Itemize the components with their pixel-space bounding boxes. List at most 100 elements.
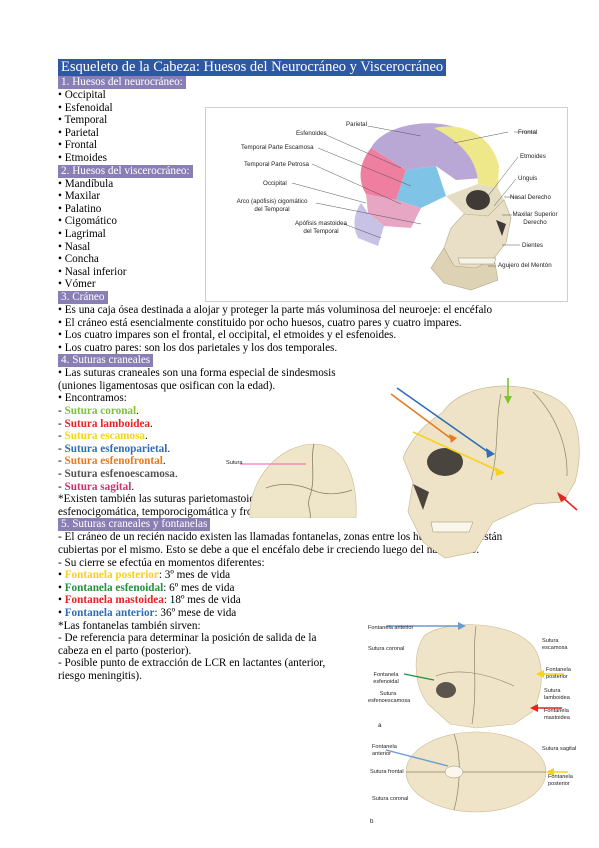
suture-item: - Sutura lamboidea. [58,417,153,430]
paragraph-line: *Las fontanelas también sirven: [58,619,201,632]
paragraph-line: • Los cuatro pares: son los dos parietal… [58,341,338,354]
fontanel-name: Fontanela posterior [64,569,159,582]
skull-label: Frontal [518,129,538,136]
skull-label: Agujero del Mentón [498,262,552,269]
skull-label: del Temporal [254,206,290,213]
suture-name: Sutura esfenoescamosa [64,468,175,481]
newborn-label: posterior [548,781,570,787]
newborn-label: Sutura coronal [368,646,405,652]
newborn-label: Fontanela anterior [368,625,414,631]
suture-name: Sutura esfenoparietal [64,442,168,455]
newborn-label: anterior [372,751,391,757]
newborn-label: Fontanela [544,708,569,714]
paragraph-line: (uniones ligamentosas que osifican con l… [58,379,276,392]
newborn-label: Sutura frontal [370,769,404,775]
paragraph-line: - De referencia para determinar la posic… [58,632,317,645]
list-item: • Vómer [58,278,96,291]
list-item: • Concha [58,253,99,266]
suture-item: - Sutura esfenoparietal. [58,442,171,455]
newborn-label: Sutura [379,691,397,697]
list-item: • Lagrimal [58,227,106,240]
paragraph-line: - El cráneo de un recién nacido existen … [58,531,503,544]
newborn-label: mastoidea [544,715,570,721]
newborn-label: Sutura [544,688,561,694]
suture-item: - Sutura coronal. [58,405,139,418]
list-item: • Maxilar [58,190,101,203]
section-heading: 5. Suturas craneales y fontanelas [58,518,211,532]
paragraph-line: • Los cuatro impares son el frontal, el … [58,329,397,342]
section-heading: 1. Huesos del neurocráneo: [58,76,186,89]
suture-name: Sutura coronal [64,405,137,418]
suture-item: - Sutura esfenoescamosa. [58,468,178,481]
skull-top-illustration [240,443,357,518]
newborn-skull-illustration [385,622,568,813]
suture-item: - Sutura sagital. [58,480,135,493]
newborn-label: Fontanela [373,672,399,678]
fontanel-item: • Fontanela anterior: 36º mese de vida [58,606,237,619]
paragraph-line: • Encontramos: [58,392,127,405]
paragraph-line: - Posible punto de extracción de LCR en … [58,657,326,670]
page-title: Esqueleto de la Cabeza: Huesos del Neuro… [58,59,558,76]
fontanel-name: Fontanela anterior [64,606,155,619]
fontanel-name: Fontanela mastoidea [64,594,164,607]
skull-label: Parietal [346,121,367,128]
skull-diagram-figure: Parietal Esfenoides Temporal Parte Escam… [205,107,568,302]
panel-letter: a [378,722,382,729]
list-item: • Temporal [58,114,108,127]
suture-label: Sutura [226,460,243,466]
section-heading: 2. Huesos del viscerocráneo: [58,164,193,178]
list-item: • Occipital [58,89,106,101]
skull-label: Temporal Parte Escamosa [241,144,314,151]
newborn-label: lamboidea [544,695,570,701]
suture-name: Sutura sagital [64,480,132,493]
suture-name: Sutura esfenofrontal [64,455,163,468]
newborn-skull-figure: Fontanela anterior Sutura coronal Fontan… [364,616,586,831]
panel-letter: b [370,818,374,825]
skull-label: Unguis [518,175,538,182]
skull-label: Derecho [523,219,547,226]
list-item: • Nasal inferior [58,265,127,278]
section-heading: 4. Suturas craneales [58,354,154,368]
section-craneo: 3. Cráneo • Es una caja ósea destinada a… [58,290,558,354]
newborn-label: Fontanela [546,667,571,673]
skull-label: Etmoides [520,153,546,160]
suture-name: Sutura lamboidea [64,417,151,430]
newborn-label: esfenoidal [373,679,399,685]
list-item: • Etmoides [58,151,107,164]
paragraph-line: - Su cierre se efectúa en momentos difer… [58,556,265,569]
list-item: • Cigomático [58,215,117,228]
paragraph-line: • El cráneo está esencialmente constitui… [58,316,462,329]
suture-item: - Sutura escamosa. [58,430,148,443]
newborn-label: Fontanela [372,744,397,750]
newborn-label: posterior [546,674,568,680]
skull-label: Occipital [263,180,287,187]
paragraph-line: cubiertas por el mismo. Esto se debe a q… [58,544,480,556]
skull-label: Esfenoides [296,130,327,137]
section-neuro: 1. Huesos del neurocráneo: • Occipital •… [58,76,558,165]
document-body: Esqueleto de la Cabeza: Huesos del Neuro… [58,59,558,683]
fontanel-item: • Fontanela mastoidea: 18º mes de vida [58,594,241,607]
skull-label: del Temporal [303,228,339,235]
skull-illustration [291,123,536,291]
skull-label: Maxilar Superior [512,211,558,218]
section-viscero: 2. Huesos del viscerocráneo: • Mandíbula… [58,164,558,291]
list-item: • Palatino [58,202,102,215]
fontanel-item: • Fontanela esfenoidal: 6º mes de vida [58,581,235,594]
newborn-label: escamosa [542,645,568,651]
newborn-label: Sutura sagital [542,746,577,752]
list-item: • Frontal [58,139,98,152]
paragraph-line: cabeza en el parto (posterior). [58,644,192,657]
skull-label: Apófisis mastoidea [295,220,347,227]
skull-label: Nasal Derecho [510,194,551,201]
list-item: • Nasal [58,240,91,253]
section-heading: 3. Cráneo [58,290,108,304]
list-item: • Esfenoidal [58,101,113,114]
skull-label: Arco (apófisis) cigomático [236,198,308,205]
newborn-label: Sutura coronal [372,796,409,802]
fontanel-item: • Fontanela posterior: 3º mes de vida [58,569,231,582]
skull-top-figure: Sutura [226,438,358,518]
skull-label: Dientes [522,242,543,249]
paragraph-line: • Es una caja ósea destinada a alojar y … [58,303,493,316]
paragraph-line: riesgo meningitis). [58,669,142,682]
skull-sutures-illustration [390,378,580,559]
